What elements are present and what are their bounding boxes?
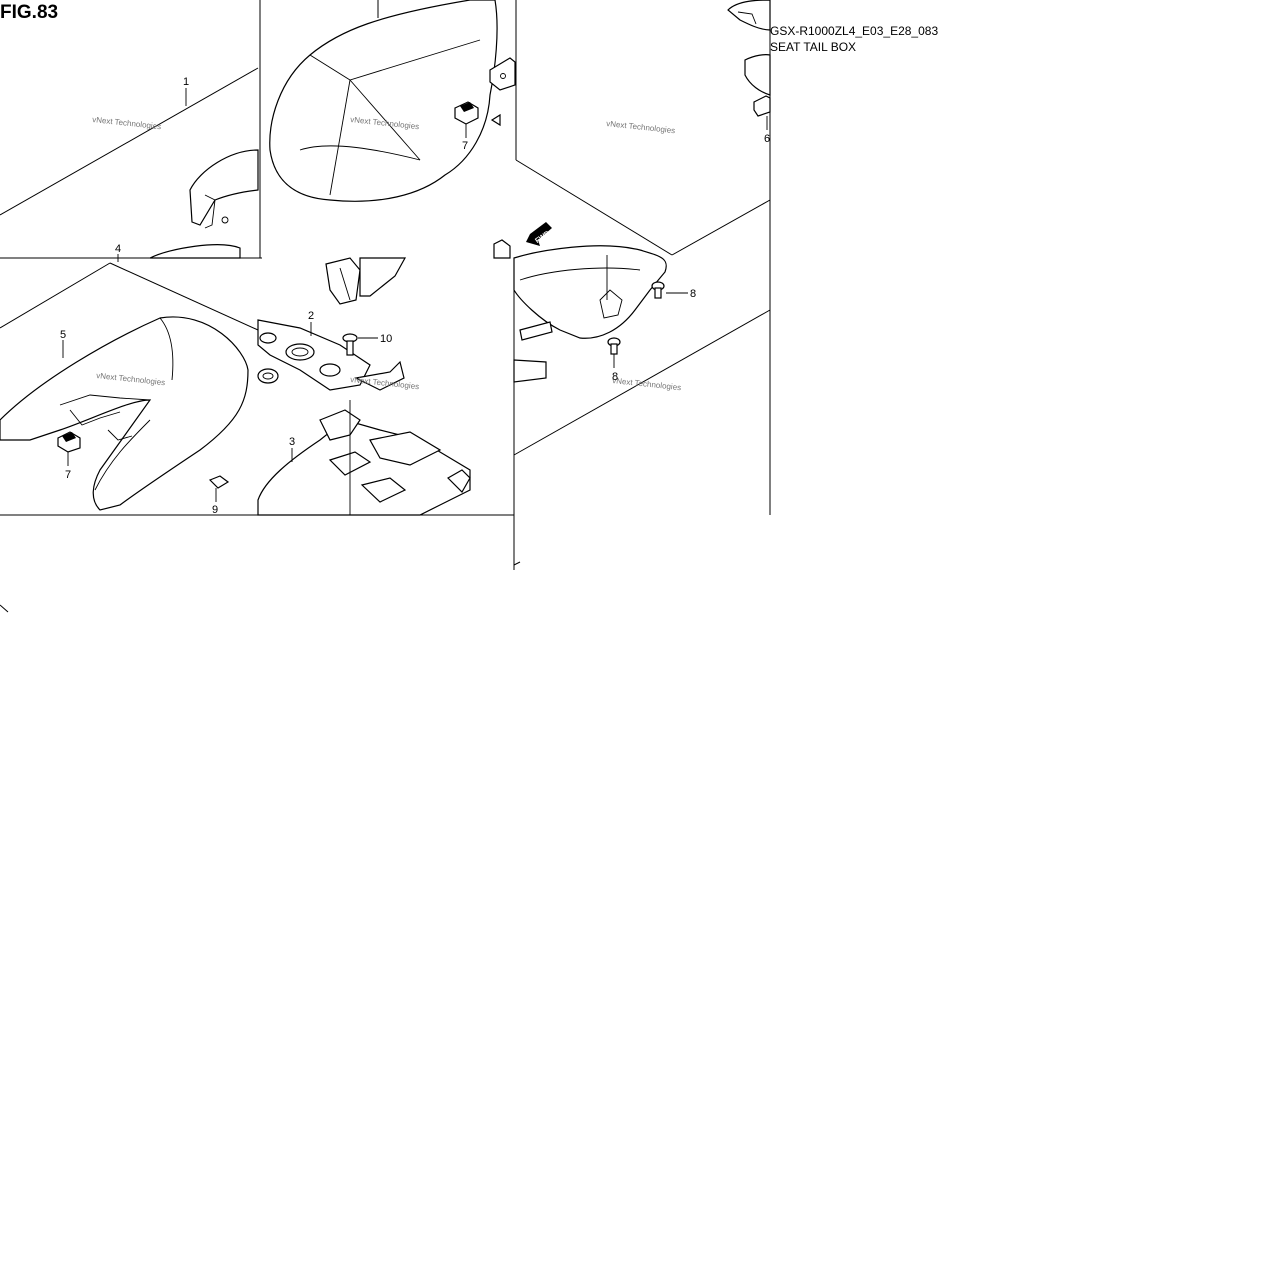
rear-seat-part	[149, 149, 259, 259]
forward-arrow-icon	[526, 222, 552, 246]
figure-title: FIG.83	[0, 2, 59, 23]
callout-number: 7	[462, 140, 468, 152]
callout-number: 3	[289, 436, 295, 448]
clip-part	[57, 431, 81, 466]
tray-part	[257, 400, 471, 516]
clip-part	[454, 101, 479, 138]
screw-part	[342, 333, 405, 391]
figure-name: SEAT TAIL BOX	[770, 40, 857, 54]
svg-text:vNext Technologies: vNext Technologies	[612, 376, 682, 392]
figure-code: GSX-R1000ZL4_E03_E28_083	[770, 24, 939, 38]
seat-tail-box-part	[493, 239, 667, 383]
callout-numbers: 1 4 7 5 7 9 2 10 3 8 8 6	[60, 76, 770, 516]
callout-number: 7	[65, 469, 71, 481]
tail-cover-part	[0, 316, 249, 511]
callout-number: 8	[690, 288, 696, 300]
callout-number: 6	[764, 133, 770, 145]
callout-number: 1	[183, 76, 189, 88]
callout-number: 10	[380, 333, 392, 345]
screw-part	[607, 281, 688, 368]
tail-box-part	[727, 0, 771, 130]
callout-number: 8	[612, 371, 618, 383]
callout-number: 4	[115, 243, 121, 255]
callout-number: 9	[212, 504, 218, 516]
svg-text:vNext Technologies: vNext Technologies	[606, 119, 676, 135]
bracket-plate-part	[257, 257, 407, 391]
seat-cowl-part	[269, 0, 516, 202]
svg-text:vNext Technologies: vNext Technologies	[92, 115, 162, 131]
callout-number: 2	[308, 310, 314, 322]
callout-number: 5	[60, 329, 66, 341]
pad-part	[208, 475, 230, 502]
